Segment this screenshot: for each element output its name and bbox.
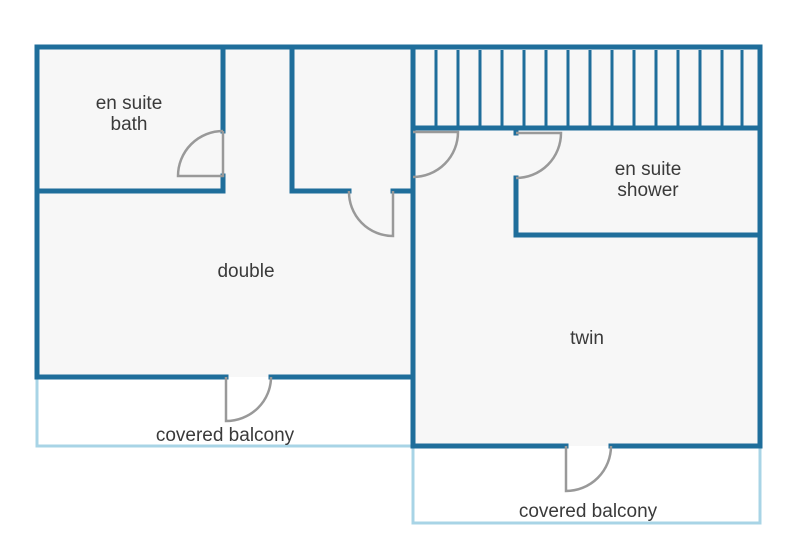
balconies xyxy=(35,377,762,525)
doors xyxy=(176,129,613,493)
door-balcony-left xyxy=(224,376,273,423)
label-double: double xyxy=(217,261,274,282)
label-en-suite-shower-2: shower xyxy=(617,180,679,201)
door-balcony-right xyxy=(564,445,613,493)
label-balcony-left: covered balcony xyxy=(156,425,295,446)
label-twin: twin xyxy=(570,328,604,349)
balcony-left-outline xyxy=(35,377,413,448)
label-en-suite-bath-1: en suite xyxy=(96,93,163,114)
door-en-suite-shower xyxy=(515,131,563,180)
door-double xyxy=(347,190,395,238)
door-cupboard xyxy=(412,130,460,179)
balcony-right-outline xyxy=(411,446,762,525)
staircase xyxy=(434,50,744,126)
room-labels: en suite bath double en suite shower twi… xyxy=(96,93,682,522)
label-en-suite-shower-1: en suite xyxy=(615,159,682,180)
walls xyxy=(34,44,763,449)
label-en-suite-bath-2: bath xyxy=(111,114,148,135)
label-balcony-right: covered balcony xyxy=(519,501,658,522)
door-en-suite-bath xyxy=(176,129,225,178)
floor-right-block xyxy=(413,47,760,446)
